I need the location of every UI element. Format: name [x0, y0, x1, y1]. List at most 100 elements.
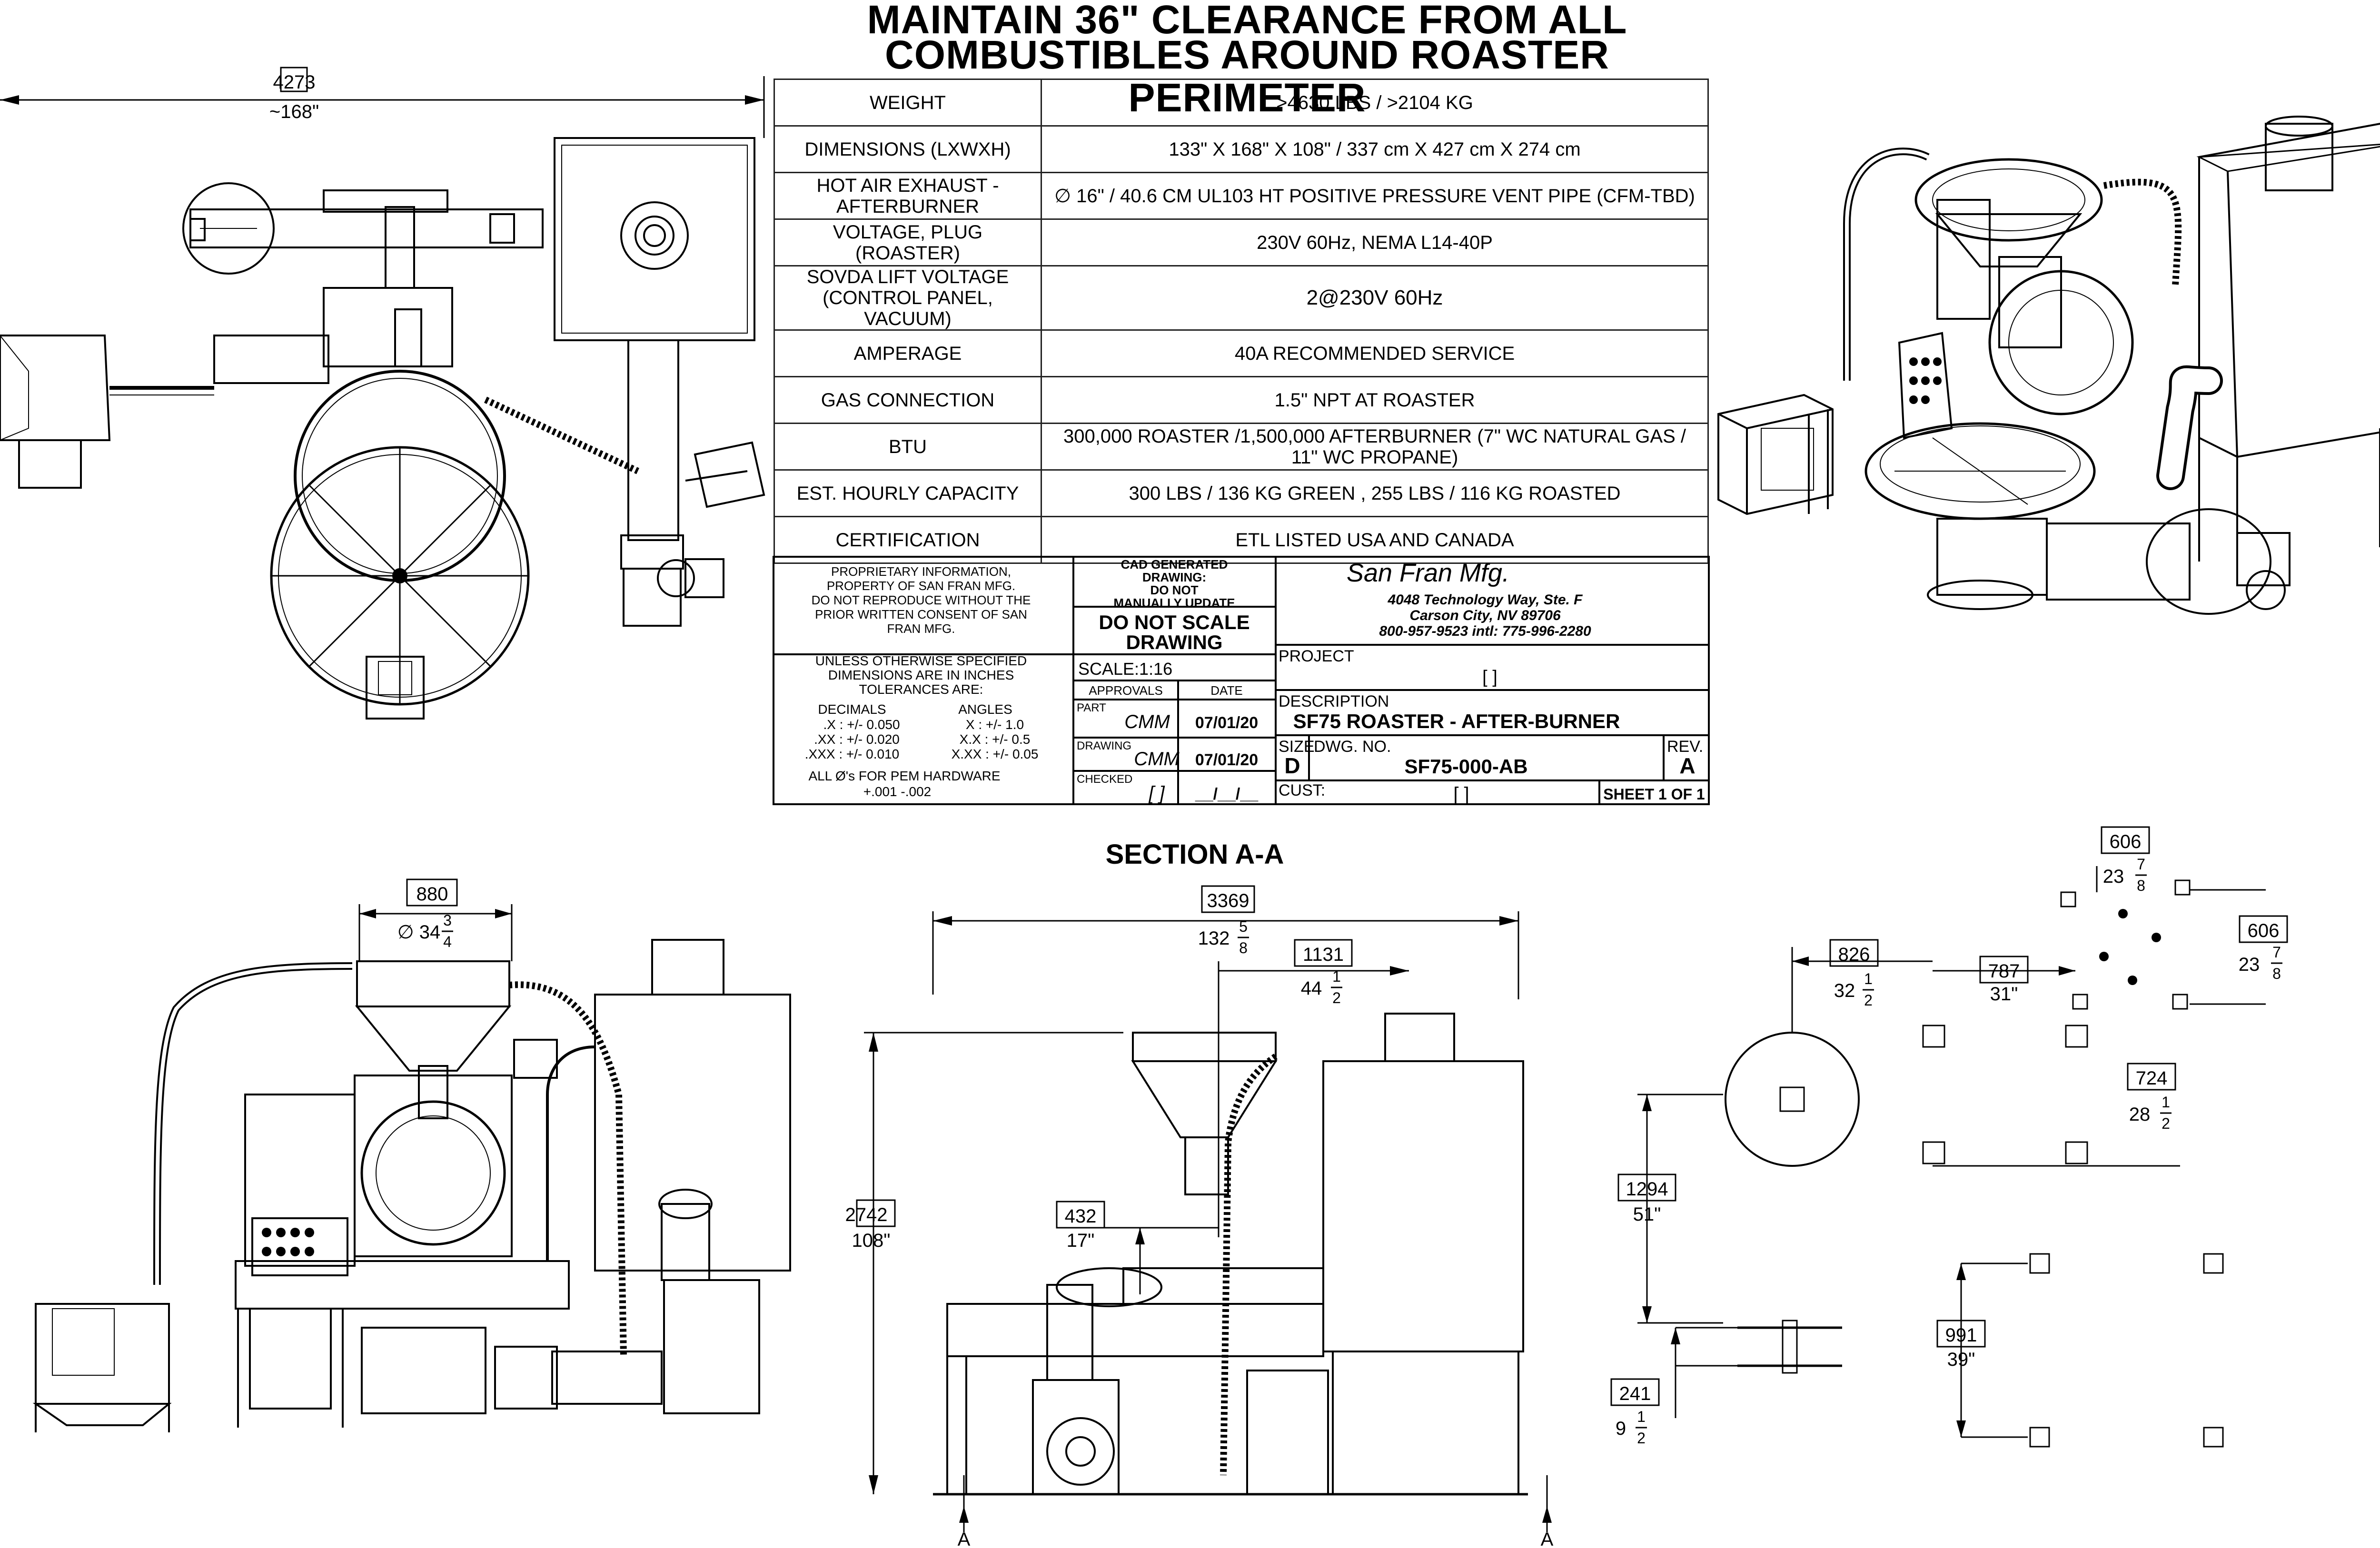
spec-label: HOT AIR EXHAUST - AFTERBURNER — [774, 172, 1042, 220]
section-width-in: 132 — [1198, 928, 1230, 949]
fp-feet2-in: 28 — [2129, 1104, 2151, 1125]
project-value: [ ] — [1482, 667, 1497, 687]
spec-value: 230V 60Hz, NEMA L14-40P — [1041, 218, 1709, 266]
cust-label: CUST: — [1279, 781, 1325, 799]
hopper-frac-den: 4 — [443, 933, 452, 950]
fp-vert-in: 51" — [1633, 1204, 1661, 1225]
spec-table: WEIGHT>4630 LBS / >2104 KG DIMENSIONS (L… — [774, 79, 1709, 564]
fp-feet2-frac-den: 2 — [2162, 1115, 2170, 1132]
spec-value: 40A RECOMMENDED SERVICE — [1041, 329, 1709, 377]
fp-feet2-mm: 724 — [2136, 1068, 2168, 1089]
section-inner-frac-num: 1 — [1332, 968, 1341, 985]
company-name: San Fran Mfg. — [1347, 559, 1509, 587]
spec-row: HOT AIR EXHAUST - AFTERBURNER∅ 16" / 40.… — [774, 172, 1709, 220]
fp-circle-in: 32 — [1834, 980, 1855, 1001]
section-inner-in: 44 — [1301, 978, 1322, 999]
scale-value: SCALE:1:16 — [1078, 659, 1172, 679]
section-marker-left: A — [958, 1529, 971, 1548]
clearance-warning-line1: MAINTAIN 36" CLEARANCE FROM ALL — [867, 0, 1627, 42]
sheet-number: SHEET 1 OF 1 — [1603, 786, 1705, 803]
fp-feet-mm: 787 — [1988, 961, 2020, 982]
footprint-view: 826 32 1 2 787 31" 606 — [1610, 826, 2288, 1448]
tolerance-angle: X.X : +/- 0.5 — [960, 732, 1031, 747]
tolerance-line: DIMENSIONS ARE IN INCHES — [828, 668, 1014, 682]
hopper-mm: 880 — [416, 884, 448, 905]
fp-top-in: 23 — [2103, 866, 2124, 887]
proprietary-line: FRAN MFG. — [887, 621, 955, 636]
spec-label: VOLTAGE, PLUG (ROASTER) — [774, 218, 1042, 266]
fp-rail-in: 9 — [1616, 1418, 1626, 1439]
date-label: DATE — [1210, 683, 1242, 698]
pem-note: ALL Ø's FOR PEM HARDWARE — [808, 769, 1000, 783]
spec-value: 300 LBS / 136 KG GREEN , 255 LBS / 116 K… — [1041, 469, 1709, 517]
fp-top-frac-den: 8 — [2137, 877, 2145, 894]
fp-circle-frac-den: 2 — [1864, 992, 1873, 1009]
proprietary-line: PROPERTY OF SAN FRAN MFG. — [827, 579, 1015, 593]
project-label: PROJECT — [1279, 647, 1354, 665]
section-inner-frac-den: 2 — [1332, 989, 1341, 1006]
dwg-no-label: DWG. NO. — [1314, 738, 1391, 756]
spec-row: VOLTAGE, PLUG (ROASTER)230V 60Hz, NEMA L… — [774, 218, 1709, 266]
tolerance-angle: X.XX : +/- 0.05 — [952, 747, 1039, 761]
size-label: SIZE — [1279, 738, 1315, 756]
top-width-mm: 4273 — [273, 72, 316, 93]
spec-label: SOVDA LIFT VOLTAGE (CONTROL PANEL, VACUU… — [774, 265, 1042, 331]
cust-value: [ ] — [1453, 784, 1469, 805]
fp-circle-mm: 826 — [1838, 944, 1870, 965]
section-width-frac-num: 5 — [1239, 918, 1248, 935]
top-width-in: ~168" — [269, 101, 319, 122]
front-view: 880 ∅ 34 3 4 — [32, 878, 791, 1432]
fp-feet2-frac-num: 1 — [2162, 1094, 2170, 1111]
cad-notice-line: CAD GENERATED — [1121, 557, 1228, 572]
no-scale-line: DO NOT SCALE — [1099, 611, 1250, 633]
spec-label: BTU — [774, 423, 1042, 471]
spec-row: WEIGHT>4630 LBS / >2104 KG — [774, 79, 1709, 127]
spec-label: GAS CONNECTION — [774, 376, 1042, 424]
fp-top-mm: 606 — [2110, 831, 2142, 852]
spec-value: 300,000 ROASTER /1,500,000 AFTERBURNER (… — [1041, 423, 1709, 471]
spec-value: ∅ 16" / 40.6 CM UL103 HT POSITIVE PRESSU… — [1041, 172, 1709, 220]
fp-top-frac-num: 7 — [2137, 856, 2145, 873]
cad-notice-line: MANUALLY UPDATE — [1113, 596, 1235, 610]
fp-side-mm: 606 — [2248, 920, 2280, 941]
spec-value: 133" X 168" X 108" / 337 cm X 427 cm X 2… — [1041, 125, 1709, 173]
fp-side-frac-num: 7 — [2272, 944, 2281, 961]
fp-circle-frac-num: 1 — [1864, 970, 1873, 987]
dwg-no-value: SF75-000-AB — [1404, 755, 1527, 778]
address-line: 800-957-9523 intl: 775-996-2280 — [1379, 623, 1591, 639]
cad-notice-line: DO NOT — [1150, 583, 1198, 597]
description-value: SF75 ROASTER - AFTER-BURNER — [1293, 710, 1620, 732]
spec-row: DIMENSIONS (LXWXH)133" X 168" X 108" / 3… — [774, 125, 1709, 173]
spec-label: DIMENSIONS (LXWXH) — [774, 125, 1042, 173]
tolerance-angle: X : +/- 1.0 — [966, 717, 1024, 732]
drawing-initials: CMM — [1134, 749, 1180, 769]
description-label: DESCRIPTION — [1279, 692, 1389, 710]
hopper-in: ∅ 34 — [397, 922, 440, 943]
fp-feet-in: 31" — [1990, 984, 2018, 1005]
rev-value: A — [1679, 753, 1695, 778]
no-scale-line: DRAWING — [1126, 631, 1223, 653]
pem-tolerance: +.001 -.002 — [863, 784, 931, 799]
checked-label: CHECKED — [1077, 773, 1132, 786]
spec-value: 1.5" NPT AT ROASTER — [1041, 376, 1709, 424]
drawing-date: 07/01/20 — [1195, 751, 1258, 769]
angles-label: ANGLES — [958, 702, 1012, 717]
fp-bottom-in: 39" — [1947, 1349, 1975, 1370]
tolerance-line: UNLESS OTHERWISE SPECIFIED — [815, 653, 1027, 668]
size-value: D — [1284, 753, 1300, 778]
fp-side-frac-den: 8 — [2272, 965, 2281, 982]
section-title: SECTION A-A — [1106, 839, 1284, 870]
fp-vert-mm: 1294 — [1626, 1179, 1668, 1200]
spec-row: SOVDA LIFT VOLTAGE (CONTROL PANEL, VACUU… — [774, 265, 1709, 331]
fp-rail-mm: 241 — [1619, 1383, 1651, 1404]
rev-label: REV. — [1667, 738, 1703, 756]
address-line: 4048 Technology Way, Ste. F — [1387, 592, 1583, 608]
fp-bottom-mm: 991 — [1945, 1325, 1977, 1346]
isometric-view — [1717, 116, 2380, 615]
proprietary-line: PRIOR WRITTEN CONSENT OF SAN — [815, 607, 1027, 621]
